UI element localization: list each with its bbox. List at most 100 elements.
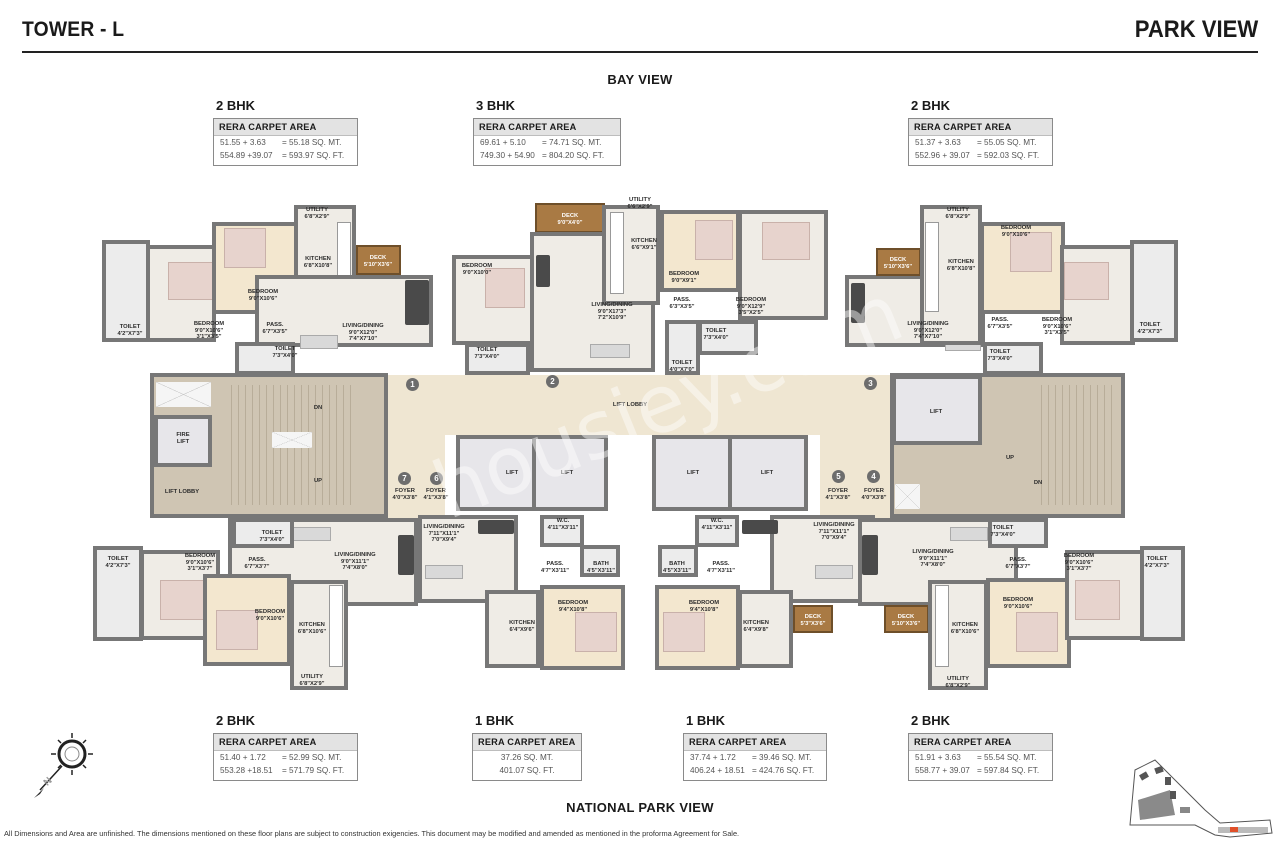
u1-toilet-1 bbox=[102, 240, 150, 342]
u4-pass-label: PASS.6'7"X3'7" bbox=[244, 557, 270, 570]
stair-up-label: UP bbox=[313, 478, 323, 484]
u7-dining-table bbox=[950, 527, 988, 541]
header-divider bbox=[22, 51, 1258, 53]
sqft-total: = 597.84 SQ. FT. bbox=[977, 766, 1040, 775]
lift-lobby-label: LIFT LOBBY bbox=[612, 402, 648, 408]
unit-badge-3: 3 bbox=[864, 377, 877, 390]
area-block-unit-1: 2 BHK RERA CARPET AREA 51.55 + 3.63= 55.… bbox=[213, 98, 358, 166]
unit-badge-5: 5 bbox=[832, 470, 845, 483]
u6-pass-label: PASS.4'7"X3'11" bbox=[707, 561, 735, 574]
area-block-unit-3: 2 BHK RERA CARPET AREA 51.37 + 3.63= 55.… bbox=[908, 98, 1053, 166]
area-table-header: RERA CARPET AREA bbox=[474, 119, 620, 136]
unit-type: 2 BHK bbox=[216, 713, 256, 728]
rera-area-table: RERA CARPET AREA 69.61 + 5.10 = 74.71 SQ.… bbox=[473, 118, 621, 166]
compass-north-icon: N bbox=[28, 728, 98, 803]
stair-void bbox=[272, 432, 312, 448]
u5-bath bbox=[580, 545, 620, 577]
rera-area-table: RERA CARPET AREA 51.37 + 3.63= 55.05 SQ.… bbox=[908, 118, 1053, 166]
sqft-calc: 406.24 + 18.51 bbox=[690, 766, 745, 775]
u5-kitchen bbox=[485, 590, 540, 668]
u1-deck bbox=[356, 245, 401, 275]
u3-toilet-2 bbox=[983, 342, 1043, 375]
lift-lobby bbox=[385, 375, 895, 435]
east-stair-up-label: UP bbox=[1005, 455, 1015, 461]
u5-bed bbox=[575, 612, 617, 652]
u3-pass-label: PASS.6'7"X3'5" bbox=[987, 317, 1013, 330]
u7-kitchen-counter bbox=[935, 585, 949, 667]
u1-sofa bbox=[405, 280, 429, 325]
u4-kitchen-counter bbox=[329, 585, 343, 667]
u6-sofa bbox=[742, 520, 778, 534]
unit-badge-7: 7 bbox=[398, 472, 411, 485]
u3-bed-1 bbox=[1010, 232, 1052, 272]
key-plan-map bbox=[1110, 745, 1275, 845]
unit-type: 2 BHK bbox=[911, 713, 951, 728]
u1-pass-label: PASS.6'7"X3'5" bbox=[262, 322, 288, 335]
u7-bed-1 bbox=[1075, 580, 1120, 620]
lift-2 bbox=[532, 435, 608, 511]
unit-badge-4: 4 bbox=[867, 470, 880, 483]
lift-1 bbox=[456, 435, 536, 511]
area-block-unit-5: 1 BHK RERA CARPET AREA 37.74 + 1.72= 39.… bbox=[683, 713, 827, 781]
duct bbox=[156, 382, 211, 407]
sqmt-calc: 51.91 + 3.63 bbox=[915, 753, 961, 762]
u1-dining-table bbox=[300, 335, 338, 349]
lift-label: LIFT bbox=[505, 470, 519, 476]
u1-toilet-2 bbox=[235, 342, 295, 375]
unit-type: 1 BHK bbox=[475, 713, 515, 728]
u6-wc-label: W.C.4'11"X3'11" bbox=[701, 518, 733, 531]
u2-bed-3 bbox=[762, 222, 810, 260]
sqft-calc: 553.28 +18.51 bbox=[220, 766, 273, 775]
lift-3 bbox=[652, 435, 732, 511]
u3-bed-2 bbox=[1064, 262, 1109, 300]
rera-area-table: RERA CARPET AREA 51.55 + 3.63= 55.18 SQ.… bbox=[213, 118, 358, 166]
stair-down-label: DN bbox=[313, 405, 323, 411]
unit-badge-6: 6 bbox=[430, 472, 443, 485]
sqmt-total: = 55.18 SQ. MT. bbox=[282, 138, 342, 147]
u7-toilet-2 bbox=[1140, 546, 1185, 641]
u3-toilet-1 bbox=[1130, 240, 1178, 342]
u6-kitchen bbox=[738, 590, 793, 668]
u2-bed-1 bbox=[485, 268, 525, 308]
sqmt-total: = 74.71 SQ. MT. bbox=[542, 138, 602, 147]
rera-area-table: RERA CARPET AREA 51.40 + 1.72= 52.99 SQ.… bbox=[213, 733, 358, 781]
sqft-calc: 749.30 + 54.90 bbox=[480, 151, 535, 160]
u4-sofa bbox=[398, 535, 414, 575]
u7-toilet-1 bbox=[988, 518, 1048, 548]
u5-wc bbox=[540, 515, 584, 547]
u7-pass-label: PASS.6'7"X3'7" bbox=[1005, 557, 1031, 570]
sqmt-calc: 69.61 + 5.10 bbox=[480, 138, 526, 147]
sqmt-calc: 37.74 + 1.72 bbox=[690, 753, 736, 762]
fire-lift-lobby-label: LIFT LOBBY bbox=[164, 489, 200, 495]
rera-area-table: RERA CARPET AREA 37.26 SQ. MT. 401.07 SQ… bbox=[472, 733, 582, 781]
tower-title: TOWER - L bbox=[22, 18, 125, 41]
area-table-header: RERA CARPET AREA bbox=[473, 734, 581, 751]
u4-bed-1 bbox=[160, 580, 205, 620]
sqft-total: = 571.79 SQ. FT. bbox=[282, 766, 345, 775]
u6-deck bbox=[793, 605, 833, 633]
